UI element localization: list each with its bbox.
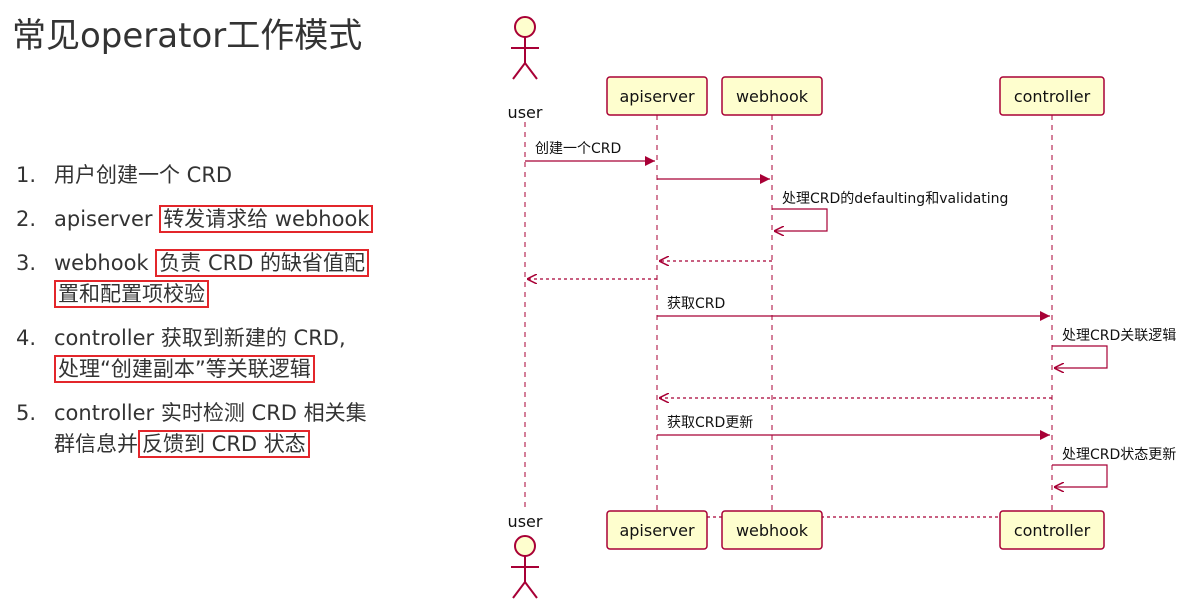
user-icon bbox=[511, 535, 539, 599]
participant-label-webhook: webhook bbox=[736, 87, 809, 106]
step-number: 2. bbox=[16, 207, 37, 231]
message-arrow bbox=[1052, 345, 1108, 368]
actor-label-user: user bbox=[508, 103, 543, 122]
step-item: 1. 用户创建一个 CRD bbox=[16, 160, 456, 191]
highlighted-text: 转发请求给 webhook bbox=[159, 205, 374, 233]
participant-box-apiserver bbox=[606, 76, 708, 116]
participant-box-controller bbox=[999, 510, 1105, 550]
message-label: 处理CRD状态更新 bbox=[1062, 447, 1176, 463]
user-icon bbox=[511, 16, 539, 80]
message-label: 处理CRD的defaulting和validating bbox=[782, 191, 1008, 207]
page-title: 常见operator工作模式 bbox=[12, 16, 363, 56]
step-text-part: 群信息并 bbox=[54, 432, 138, 456]
participant-label-controller: controller bbox=[1014, 87, 1091, 106]
step-number: 1. bbox=[16, 163, 37, 187]
participant-box-webhook bbox=[721, 510, 823, 550]
step-text: 用户创建一个 CRD bbox=[54, 160, 456, 191]
step-text-part: webhook bbox=[54, 251, 156, 275]
message-arrow bbox=[772, 208, 828, 231]
participant-box-webhook bbox=[721, 76, 823, 116]
sequence-diagram: 创建一个CRD 处理CRD的defaulting和validating 获取CRD 处… bbox=[508, 16, 1176, 599]
message-label: 处理CRD关联逻辑 bbox=[1062, 328, 1176, 344]
step-text: apiserver 转发请求给 webhook bbox=[54, 204, 456, 235]
step-text: controller 获取到新建的 CRD, 处理“创建副本”等关联逻辑 bbox=[54, 323, 456, 385]
message-label: 获取CRD更新 bbox=[667, 415, 753, 431]
step-text-part: controller 实时检测 CRD 相关集 bbox=[54, 401, 367, 425]
step-text: controller 实时检测 CRD 相关集群信息并反馈到 CRD 状态 bbox=[54, 398, 456, 460]
step-item: 4. controller 获取到新建的 CRD, 处理“创建副本”等关联逻辑 bbox=[16, 323, 456, 385]
step-item: 2. apiserver 转发请求给 webhook bbox=[16, 204, 456, 235]
highlighted-text: 处理“创建副本”等关联逻辑 bbox=[54, 355, 315, 383]
actor-label-user: user bbox=[508, 512, 543, 531]
step-number: 4. bbox=[16, 326, 37, 350]
step-number: 3. bbox=[16, 251, 37, 275]
highlighted-text: 反馈到 CRD 状态 bbox=[138, 430, 310, 458]
message-label: 创建一个CRD bbox=[535, 141, 621, 157]
message-label: 获取CRD bbox=[667, 296, 725, 312]
step-item: 3. webhook 负责 CRD 的缺省值配置和配置项校验 bbox=[16, 248, 456, 310]
step-text-part: 用户创建一个 CRD bbox=[54, 163, 233, 187]
step-text-part: apiserver bbox=[54, 207, 160, 231]
participant-box-apiserver bbox=[606, 510, 708, 550]
participant-label-webhook: webhook bbox=[736, 521, 809, 540]
highlighted-text: 置和配置项校验 bbox=[54, 280, 209, 308]
step-number: 5. bbox=[16, 401, 37, 425]
steps-list: 1. 用户创建一个 CRD 2. apiserver 转发请求给 webhook 3. w… bbox=[16, 160, 456, 473]
participant-label-controller: controller bbox=[1014, 521, 1091, 540]
step-text: webhook 负责 CRD 的缺省值配置和配置项校验 bbox=[54, 248, 456, 310]
step-text-part: controller 获取到新建的 CRD, bbox=[54, 326, 346, 350]
participant-box-controller bbox=[999, 76, 1105, 116]
highlighted-text: 负责 CRD 的缺省值配 bbox=[155, 249, 370, 277]
step-item: 5. controller 实时检测 CRD 相关集群信息并反馈到 CRD 状态 bbox=[16, 398, 456, 460]
participant-label-apiserver: apiserver bbox=[619, 87, 694, 106]
message-arrow bbox=[1052, 464, 1108, 487]
participant-label-apiserver: apiserver bbox=[619, 521, 694, 540]
